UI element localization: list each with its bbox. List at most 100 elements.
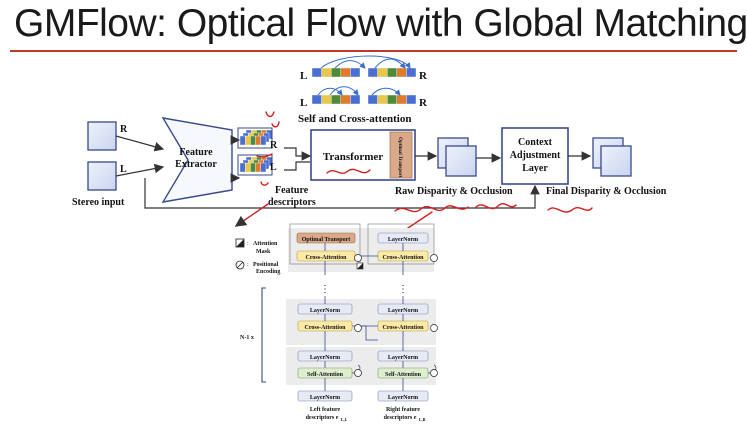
legend-mask-line2: Mask [256, 249, 271, 255]
descriptor-cell [239, 162, 246, 173]
arrow [284, 161, 310, 171]
red-annotations [234, 111, 593, 231]
attn-row2-R: R [419, 97, 428, 109]
raw-output-label: Raw Disparity & Occlusion [395, 186, 513, 197]
title-underline [10, 50, 737, 52]
descriptor-cell [250, 135, 256, 146]
attn-arc [320, 55, 411, 69]
token-cell [331, 67, 342, 78]
descriptor-cell [260, 162, 267, 173]
descriptor-cell [239, 135, 246, 146]
token-cell [311, 94, 322, 105]
token-cell [406, 67, 417, 78]
self-attention-label: Self-Attention [307, 372, 344, 378]
attn-arc [374, 58, 406, 69]
optimal-transport-box [296, 232, 356, 244]
descriptor-cell [255, 162, 262, 173]
stereo-input-label: Stereo input [72, 197, 125, 208]
token-cell [367, 67, 378, 78]
ellipsis: ⋮ [398, 284, 408, 295]
token-cell [406, 94, 417, 105]
transformer-label: Transformer [323, 151, 383, 163]
token-cell [396, 94, 407, 105]
feature-descriptors [237, 127, 273, 176]
feature-extractor: Feature Extractor [161, 117, 233, 203]
repeat-label: N-1 x [240, 335, 254, 341]
token-cell [331, 94, 342, 105]
layernorm-label: LayerNorm [388, 355, 418, 361]
attn-caption: Self and Cross-attention [298, 113, 411, 125]
descriptor-frame [237, 127, 273, 149]
attn-row2-L: L [300, 97, 307, 109]
descriptor-frame [237, 154, 273, 176]
left-caption-line1: Left feature [310, 407, 341, 413]
layernorm-label: LayerNorm [310, 308, 340, 314]
layernorm-label: LayerNorm [310, 395, 340, 401]
token-cell [367, 94, 378, 105]
optimal-transport-vertical: Optimal Transport [397, 137, 402, 178]
cross-attention-label: Cross-Attention [383, 325, 425, 331]
descriptor-cell [244, 135, 251, 146]
feature-extractor-line2: Extractor [175, 159, 217, 170]
token-cell [377, 94, 388, 105]
attn-arc [317, 87, 343, 96]
legend-pos-line2: Encoding [256, 269, 280, 275]
final-disparity-output: Final Disparity & Occlusion [546, 137, 667, 197]
layernorm-label: LayerNorm [388, 395, 418, 401]
cross-attention-label: Cross-Attention [383, 255, 425, 261]
token-cell [340, 67, 351, 78]
desc-left-label: L [270, 162, 277, 173]
cross-attention-label: Cross-Attention [305, 325, 347, 331]
attn-arc [329, 86, 359, 96]
right-image-panel [87, 121, 117, 151]
token-cell [350, 67, 361, 78]
slide-title: GMFlow: Optical Flow with Global Matchin… [14, 2, 747, 45]
context-line2: Adjustment [510, 150, 561, 161]
token-cell [350, 94, 361, 105]
left-image-panel [87, 161, 117, 191]
attn-row1-R: R [419, 70, 428, 82]
left-caption-line2: descriptors e [306, 415, 339, 421]
input-left-label: L [120, 164, 127, 175]
feature-descriptors-line2: descriptors [268, 197, 316, 208]
token-cell [387, 94, 398, 105]
input-right-label: R [120, 124, 128, 135]
token-cell [396, 67, 407, 78]
attention-illustration: L R L R Self and Cross-attention [298, 55, 428, 125]
optimal-transport-label: Optimal Transport [302, 237, 351, 243]
descriptor-cell [250, 162, 256, 173]
arrow [284, 147, 312, 161]
layernorm-label: LayerNorm [388, 237, 418, 243]
desc-right-label: R [270, 140, 278, 151]
token-cell [377, 67, 388, 78]
context-adjustment-layer: Context Adjustment Layer [501, 127, 569, 185]
raw-disparity-output: Raw Disparity & Occlusion [395, 137, 513, 197]
attn-row1-L: L [300, 70, 307, 82]
layernorm-label: LayerNorm [388, 308, 418, 314]
token-cell [311, 67, 322, 78]
stereo-input-group: R L Stereo input [72, 121, 128, 208]
legend-colon: : [247, 262, 249, 268]
final-output-label: Final Disparity & Occlusion [546, 186, 667, 197]
context-line3: Layer [522, 163, 548, 174]
context-line1: Context [518, 137, 553, 148]
feature-descriptors-line1: Feature [275, 185, 309, 196]
descriptor-cell [244, 162, 251, 173]
right-caption-line2: descriptors e [384, 415, 417, 421]
cross-attention-label: Cross-Attention [306, 255, 348, 261]
token-cell [340, 94, 351, 105]
attn-arc [371, 87, 401, 96]
skip-connection-arrow [144, 178, 540, 209]
legend-mask-line1: Attention [253, 241, 278, 247]
self-attention-label: Self-Attention [385, 372, 422, 378]
arrow [115, 135, 165, 152]
attn-token-strips [311, 67, 417, 105]
arrow [115, 163, 165, 177]
descriptor-cell [260, 135, 267, 146]
token-cell [321, 94, 332, 105]
left-caption-sub: L,L [341, 417, 348, 422]
token-cell [321, 67, 332, 78]
right-caption-sub: L,R [419, 417, 426, 422]
legend-colon: : [247, 241, 249, 247]
